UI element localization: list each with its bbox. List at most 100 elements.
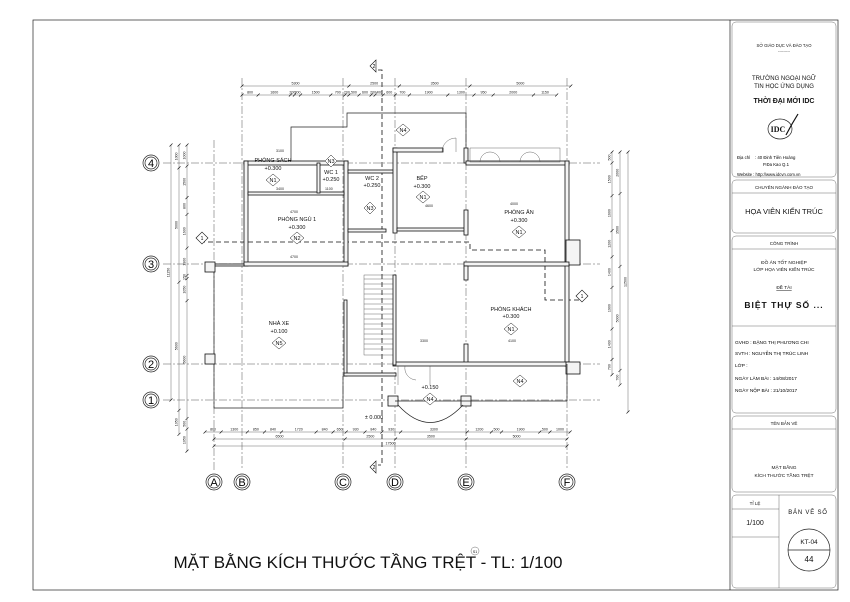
dimension-value: 930 bbox=[388, 428, 394, 432]
svg-text:D: D bbox=[391, 477, 399, 489]
svg-text:N3: N3 bbox=[327, 159, 334, 165]
dimension-value: 500 bbox=[542, 428, 548, 432]
dimension-value: 850 bbox=[253, 428, 259, 432]
dimension-value: 840 bbox=[270, 428, 276, 432]
svg-text:3400: 3400 bbox=[276, 187, 284, 191]
dimension-tick bbox=[331, 430, 335, 434]
dimension-tick bbox=[256, 93, 260, 97]
dimension-tick bbox=[185, 143, 189, 147]
dimension-tick bbox=[185, 273, 189, 278]
svg-text:S1: S1 bbox=[473, 550, 477, 554]
grid-bubble-3: 3 bbox=[142, 255, 160, 273]
dimension-tick bbox=[185, 298, 189, 303]
room-phong-an: PHÒNG ĂN +0.300 N1 bbox=[504, 209, 534, 239]
sheet-number: 44 bbox=[805, 555, 814, 564]
dimension-tick bbox=[185, 416, 189, 421]
svg-text:PHÒNG NGỦ 1: PHÒNG NGỦ 1 bbox=[278, 216, 317, 223]
svg-text:+0.300: +0.300 bbox=[414, 184, 431, 190]
drawing-name-line-1: MẶT BẰNG bbox=[772, 463, 797, 471]
svg-text:B: B bbox=[238, 477, 245, 489]
dimension-value: 500 bbox=[183, 421, 187, 427]
dimension-tick bbox=[363, 430, 367, 434]
room-wc-1: WC 1 +0.250 N3 bbox=[323, 154, 340, 183]
dimension-tick bbox=[465, 430, 469, 434]
school-name: THỜI ĐẠI MỚI IDC bbox=[754, 96, 815, 105]
dimension-value: 840 bbox=[322, 428, 328, 432]
svg-text:+0.300: +0.300 bbox=[511, 218, 528, 224]
dimension-tick bbox=[565, 437, 569, 441]
dimension-tick bbox=[177, 166, 181, 170]
major-header: CHUYÊN NGÀNH ĐÀO TẠO bbox=[755, 183, 813, 190]
dimension-tick bbox=[245, 430, 250, 434]
dimension-value: 5000 bbox=[513, 435, 521, 439]
project-line-2: LỚP HỌA VIÊN KIẾN TRÚC bbox=[754, 265, 816, 273]
dimension-value: 1900 bbox=[608, 304, 612, 312]
dimension-value: 600 bbox=[362, 91, 368, 95]
svg-text:N5: N5 bbox=[275, 341, 282, 347]
dimension-value: 1200 bbox=[475, 428, 483, 432]
dimension-value: 1400 bbox=[608, 340, 612, 348]
dimension-value: 1300 bbox=[457, 91, 465, 95]
dimension-tick bbox=[565, 444, 569, 448]
svg-text:2: 2 bbox=[373, 465, 376, 471]
dimension-value: 800 bbox=[247, 91, 253, 95]
submit-date: NGÀY NỘP BÀI : 21/10/2017 bbox=[735, 387, 798, 394]
dimension-value: 700 bbox=[616, 375, 620, 381]
dimension-value: 700 bbox=[608, 364, 612, 370]
entry-label: +0.150 N4 bbox=[422, 385, 438, 406]
dimension-value: 2000 bbox=[509, 91, 517, 95]
svg-text:4700: 4700 bbox=[290, 255, 298, 259]
dimension-tick bbox=[343, 437, 347, 441]
dimension-value: 300 bbox=[294, 91, 300, 95]
svg-text:E: E bbox=[462, 477, 469, 489]
svg-text:+0.300: +0.300 bbox=[289, 225, 306, 231]
dimension-tick bbox=[626, 150, 630, 154]
grid-bubble-c: C bbox=[334, 473, 352, 491]
title-block: SỞ GIÁO DỤC VÀ ĐÀO TẠO --------- TRƯỜNG … bbox=[731, 21, 837, 589]
dimension-tick bbox=[373, 93, 377, 97]
sheet-code: KT-04 bbox=[800, 539, 818, 546]
svg-text:PHÒNG KHÁCH: PHÒNG KHÁCH bbox=[491, 306, 532, 313]
dimension-tick bbox=[329, 93, 333, 97]
dimension-tick bbox=[357, 93, 361, 97]
dimension-tick bbox=[185, 212, 189, 217]
dimension-tick bbox=[398, 430, 403, 434]
dimension-tick bbox=[279, 430, 284, 434]
porch-top-windows bbox=[469, 147, 561, 163]
dimension-tick bbox=[347, 84, 351, 88]
svg-text:1: 1 bbox=[581, 294, 584, 300]
dimension-value: 1500 bbox=[183, 178, 187, 186]
svg-text:1: 1 bbox=[148, 395, 154, 407]
dimension-tick bbox=[610, 373, 614, 377]
svg-text:+0.250: +0.250 bbox=[323, 177, 340, 183]
dimension-tick bbox=[185, 164, 189, 168]
dimension-tick bbox=[610, 150, 614, 154]
dimension-value: 500 bbox=[493, 428, 499, 432]
dimension-tick bbox=[568, 430, 572, 434]
dimension-tick bbox=[468, 84, 472, 88]
sheet-frame bbox=[32, 19, 839, 591]
dimension-value: 3500 bbox=[427, 435, 435, 439]
svg-text:+0.100: +0.100 bbox=[271, 329, 288, 335]
svg-text:3300: 3300 bbox=[420, 339, 428, 343]
dimension-value: 800 bbox=[183, 203, 187, 209]
svg-text:N1: N1 bbox=[419, 195, 426, 201]
dimension-tick bbox=[298, 93, 303, 97]
svg-text:N1: N1 bbox=[515, 230, 522, 236]
svg-text:N2: N2 bbox=[293, 236, 300, 242]
svg-text:1100: 1100 bbox=[325, 187, 333, 191]
dimension-tick bbox=[212, 437, 216, 441]
grid-bubble-d: D bbox=[386, 473, 404, 491]
dimension-tick bbox=[610, 357, 614, 362]
svg-text:N1: N1 bbox=[507, 327, 514, 333]
dimension-value: 700 bbox=[399, 91, 405, 95]
dimension-value: 1900 bbox=[425, 91, 433, 95]
dimension-tick bbox=[203, 430, 207, 434]
dimension-value: 650 bbox=[337, 428, 343, 432]
svg-text:4700: 4700 bbox=[290, 210, 298, 214]
dimension-value: 1000 bbox=[183, 152, 187, 160]
grid-bubble-2: 2 bbox=[142, 355, 160, 373]
dimension-value: 2500 bbox=[370, 82, 378, 86]
room-phong-ngu-1: PHÒNG NGỦ 1 +0.300 N2 bbox=[278, 216, 317, 245]
dimension-value: 200 bbox=[344, 91, 350, 95]
